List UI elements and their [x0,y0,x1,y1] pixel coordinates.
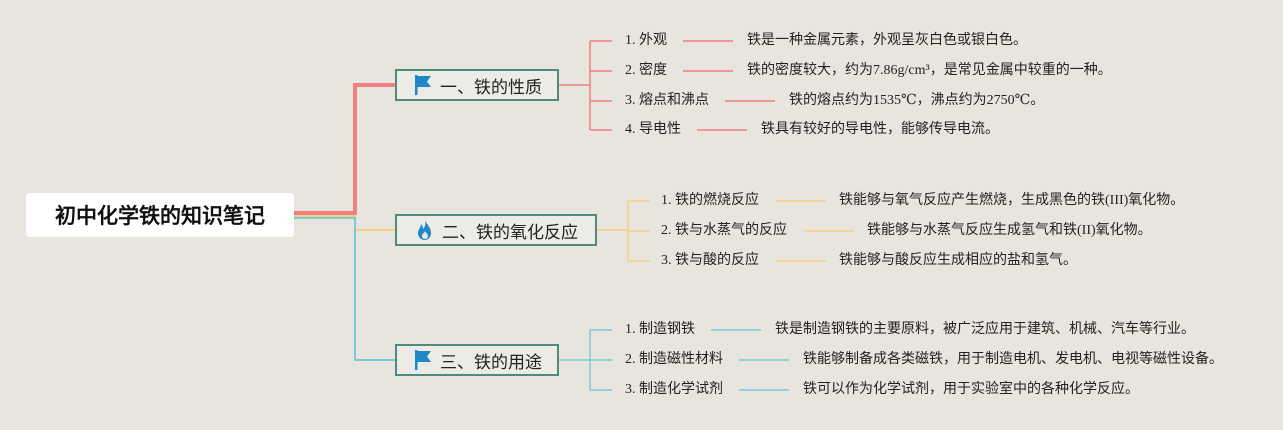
branch-uses[interactable]: 三、铁的用途 [395,344,559,376]
leaf-note: 铁可以作为化学试剂，用于实验室中的各种化学反应。 [803,382,1139,397]
branch-properties[interactable]: 一、铁的性质 [395,69,559,101]
leaf-steel[interactable]: 1. 制造钢铁 [625,322,695,337]
leaf-combustion[interactable]: 1. 铁的燃烧反应 [661,193,759,208]
branch-label: 二、铁的氧化反应 [442,222,578,243]
leaf-melting-boiling[interactable]: 3. 熔点和沸点 [625,93,709,108]
leaf-density[interactable]: 2. 密度 [625,63,667,78]
leaf-note: 铁能够制备成各类磁铁，用于制造电机、发电机、电视等磁性设备。 [803,352,1223,367]
leaf-note: 铁具有较好的导电性，能够传导电流。 [761,122,999,137]
leaf-magnetic[interactable]: 2. 制造磁性材料 [625,352,723,367]
leaf-note: 铁的密度较大，约为7.86g/cm³，是常见金属中较重的一种。 [747,63,1112,78]
branch-oxidation[interactable]: 二、铁的氧化反应 [395,214,597,246]
leaf-note: 铁能够与水蒸气反应生成氢气和铁(II)氧化物。 [867,223,1152,238]
leaf-note: 铁能够与氧气反应产生燃烧，生成黑色的铁(III)氧化物。 [839,193,1185,208]
leaf-note: 铁是一种金属元素，外观呈灰白色或银白色。 [747,33,1027,48]
leaf-steam-reaction[interactable]: 2. 铁与水蒸气的反应 [661,223,787,238]
branch-label: 三、铁的用途 [440,352,542,373]
leaf-conductivity[interactable]: 4. 导电性 [625,122,681,137]
leaf-acid-reaction[interactable]: 3. 铁与酸的反应 [661,253,759,268]
leaf-note: 铁的熔点约为1535℃，沸点约为2750℃。 [789,93,1045,108]
leaf-note: 铁能够与酸反应生成相应的盐和氢气。 [839,253,1077,268]
leaf-note: 铁是制造钢铁的主要原料，被广泛应用于建筑、机械、汽车等行业。 [775,322,1195,337]
flag-icon [412,349,434,371]
branch-label: 一、铁的性质 [440,77,542,98]
flag-icon [412,74,434,96]
leaf-reagent[interactable]: 3. 制造化学试剂 [625,382,723,397]
leaf-appearance[interactable]: 1. 外观 [625,33,667,48]
root-topic[interactable]: 初中化学铁的知识笔记 [26,193,294,237]
fire-icon [414,219,436,241]
